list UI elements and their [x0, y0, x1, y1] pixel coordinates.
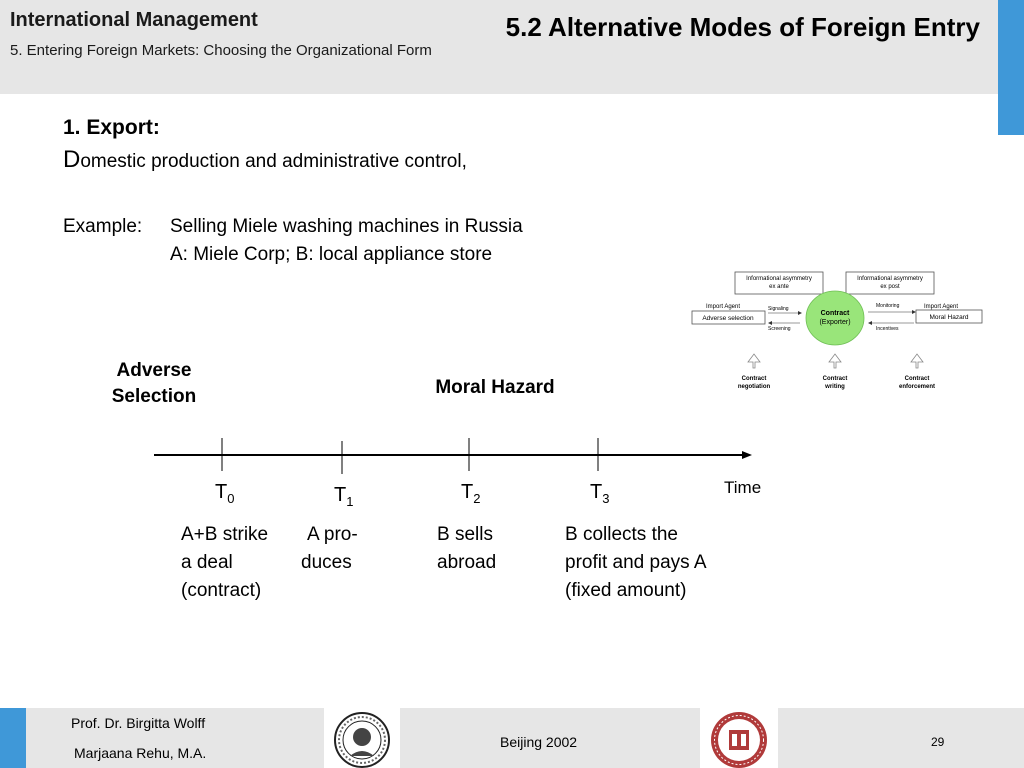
export-desc-rest: omestic production and administrative co… — [80, 151, 467, 172]
asym-post-box — [845, 271, 935, 295]
export-desc-initial: D — [63, 146, 81, 173]
contract-exporter-label: (Exporter) — [819, 319, 850, 326]
screening-label: Screening — [768, 326, 791, 332]
beijing-normal-university-seal-icon — [711, 712, 767, 768]
asym-post-line2: ex post — [880, 284, 900, 290]
up-arrow-icon — [910, 353, 924, 369]
footer-accent-bar — [0, 708, 26, 768]
contract-writing-line2: writing — [824, 384, 845, 390]
asym-post-line1: Informational asymmetry — [857, 276, 923, 282]
screening-arrowhead — [768, 321, 772, 325]
asym-ante-line2: ex ante — [769, 284, 789, 290]
footer-page-panel — [778, 708, 1024, 768]
adverse-selection-box — [691, 310, 766, 325]
t1-description: A pro- duces — [301, 524, 358, 573]
footer-authors-panel — [26, 708, 324, 768]
course-title: International Management — [10, 9, 258, 31]
signaling-arrowhead — [798, 311, 802, 315]
course-subtitle: 5. Entering Foreign Markets: Choosing th… — [10, 42, 432, 59]
footer-location-panel — [400, 708, 700, 768]
export-description: Domestic production and administrative c… — [63, 146, 467, 174]
up-arrow-icon — [828, 353, 842, 369]
slide-title: 5.2 Alternative Modes of Foreign Entry — [505, 12, 980, 42]
contract-label: Contract — [821, 310, 850, 317]
t3-description: B collects the profit and pays A (fixed … — [565, 524, 707, 601]
adverse-selection-text: Adverse selection — [702, 315, 754, 322]
t2-description: B sells abroad — [437, 524, 497, 573]
adverse-line-1: Adverse — [116, 360, 192, 381]
t1-label: T1 — [334, 484, 354, 509]
header-bar — [0, 0, 998, 94]
t0-description: A+B strike a deal (contract) — [181, 524, 269, 601]
time-label: Time — [724, 478, 762, 497]
asym-ante-box — [734, 271, 824, 295]
timeline-arrowhead — [742, 451, 752, 459]
t2-label: T2 — [461, 481, 481, 506]
timeline-axis — [154, 438, 752, 474]
contract-negotiation-line2: negotiation — [738, 384, 771, 390]
incentives-arrowhead — [868, 321, 872, 325]
adverse-selection-heading: Adverse Selection — [84, 358, 224, 410]
import-agent-right-label: Import Agent — [924, 304, 958, 310]
footer-co-author: Marjaana Rehu, M.A. — [74, 745, 207, 761]
contract-circle — [805, 290, 865, 346]
monitoring-arrowhead — [912, 310, 916, 314]
monitoring-label: Monitoring — [876, 303, 900, 309]
header-accent-bar — [998, 0, 1024, 135]
example-line-1: Selling Miele washing machines in Russia — [170, 216, 523, 237]
contract-enforcement-line2: enforcement — [899, 384, 935, 390]
example-label: Example: — [63, 216, 143, 237]
incentives-label: Incentives — [876, 326, 899, 332]
footer-location: Beijing 2002 — [500, 734, 578, 750]
contract-enforcement-line1: Contract — [905, 376, 930, 382]
page-number: 29 — [931, 735, 945, 749]
university-seal-icon — [334, 712, 390, 768]
asym-ante-line1: Informational asymmetry — [746, 276, 812, 282]
moral-hazard-box — [915, 309, 983, 324]
adverse-line-2: Selection — [111, 386, 197, 407]
information-asymmetry-diagram: Informational asymmetry ex ante Informat… — [691, 271, 983, 390]
footer-professor: Prof. Dr. Birgitta Wolff — [71, 715, 206, 731]
up-arrow-icon — [747, 353, 761, 369]
signaling-label: Signaling — [768, 306, 789, 312]
contract-negotiation-line1: Contract — [742, 376, 767, 382]
export-heading: 1. Export: — [63, 116, 160, 139]
contract-writing-line1: Contract — [823, 376, 848, 382]
example-line-2: A: Miele Corp; B: local appliance store — [170, 244, 493, 265]
moral-hazard-heading: Moral Hazard — [435, 377, 555, 398]
import-agent-left-label: Import Agent — [706, 304, 740, 310]
moral-hazard-text: Moral Hazard — [929, 314, 968, 321]
t0-label: T0 — [215, 481, 235, 506]
t3-label: T3 — [590, 481, 610, 506]
